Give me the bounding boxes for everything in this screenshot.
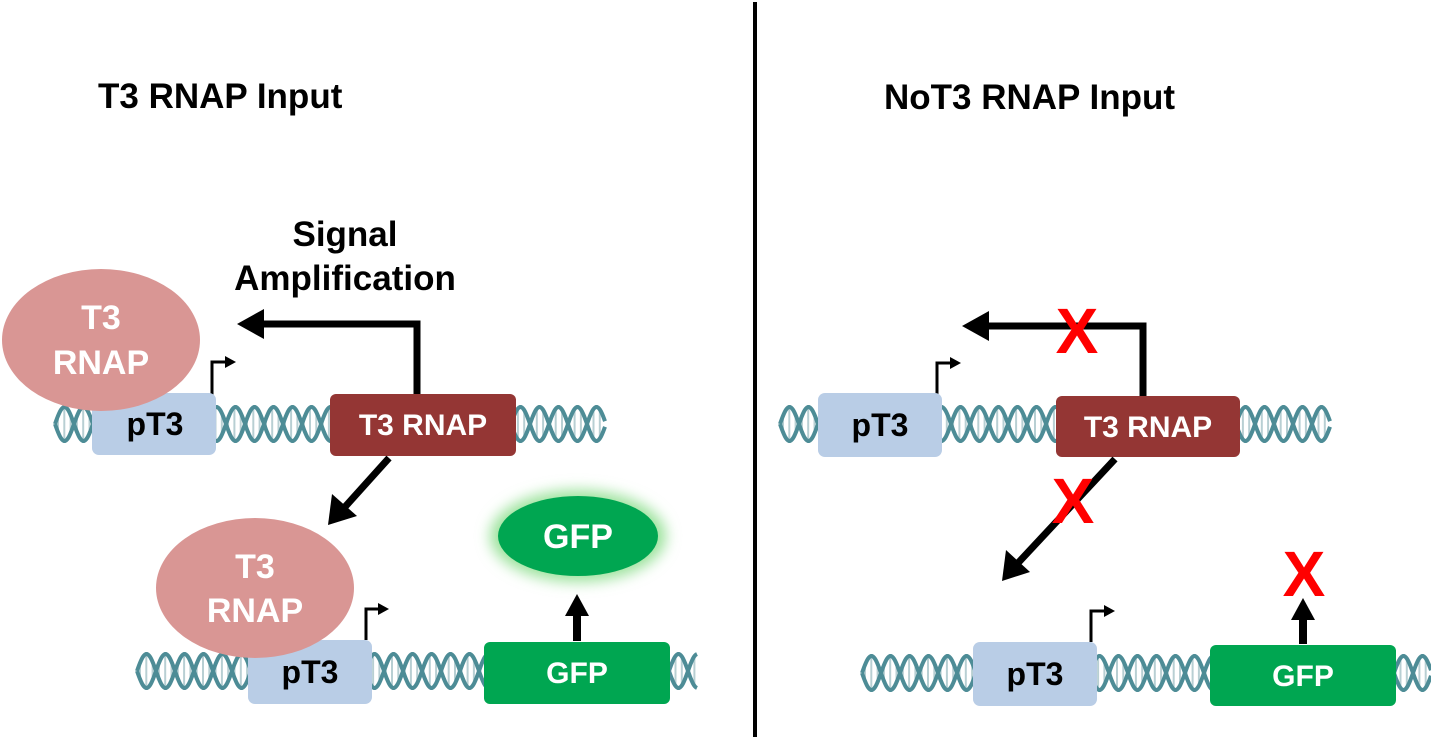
promoter-box-bottom-right [973, 642, 1097, 706]
translation-arrow-left [341, 455, 392, 511]
gfp-gene-label-left: GFP [546, 657, 608, 690]
block-x-mark-amplification: X [1056, 295, 1099, 367]
rnap-gene-box-left [330, 394, 516, 456]
gfp-gene-label-right: GFP [1272, 660, 1334, 693]
signal-label-line1: Signal [292, 215, 397, 254]
gfp-gene-box-right [1210, 645, 1396, 706]
promoter-label-top-right: pT3 [852, 407, 909, 443]
promoter-box-bottom-left [248, 640, 372, 704]
left-panel-title: T3 RNAP Input [98, 77, 343, 116]
block-x-mark-gfp: X [1283, 538, 1326, 610]
signal-amplification-arrow [262, 320, 421, 395]
block-x-mark-translation: X [1052, 465, 1095, 537]
transcription-start-arrow-bottom-left [364, 603, 389, 640]
promoter-box-top-right [818, 393, 942, 457]
right-panel-title: NoT3 RNAP Input [884, 78, 1175, 117]
gfp-protein-oval [498, 496, 658, 576]
gfp-expression-arrowhead-right [1291, 598, 1315, 620]
rnap-oval-top-line2: RNAP [53, 344, 149, 382]
translation-arrowhead-left [328, 494, 357, 525]
gfp-expression-arrowhead-left [565, 594, 589, 616]
rnap-gene-label-right: T3 RNAP [1084, 411, 1212, 444]
promoter-label-bottom-left: pT3 [282, 654, 339, 690]
blocked-translation-arrow [1015, 456, 1118, 566]
gfp-protein-label: GFP [543, 518, 613, 556]
rnap-oval-bottom-line2: RNAP [207, 592, 303, 630]
rnap-protein-oval-top [2, 269, 200, 411]
promoter-label-top-left: pT3 [127, 406, 184, 442]
blocked-amplification-arrowhead [962, 311, 989, 341]
blocked-amplification-arrow [988, 322, 1147, 397]
transcription-start-arrow-top-right [935, 357, 961, 395]
promoter-label-bottom-right: pT3 [1007, 656, 1064, 692]
rnap-oval-top-line1: T3 [81, 299, 121, 337]
transcription-start-arrow-top-left [210, 356, 236, 395]
blocked-translation-arrowhead [1002, 550, 1030, 581]
signal-arrowhead [237, 309, 264, 339]
gfp-gene-box-left [484, 642, 670, 704]
rnap-oval-bottom-line1: T3 [235, 548, 275, 586]
rnap-protein-oval-bottom [156, 518, 354, 658]
rnap-gene-label-left: T3 RNAP [359, 409, 487, 442]
signal-label-line2: Amplification [234, 259, 456, 298]
transcription-start-arrow-bottom-right [1089, 605, 1115, 642]
rnap-gene-box-right [1056, 396, 1240, 457]
